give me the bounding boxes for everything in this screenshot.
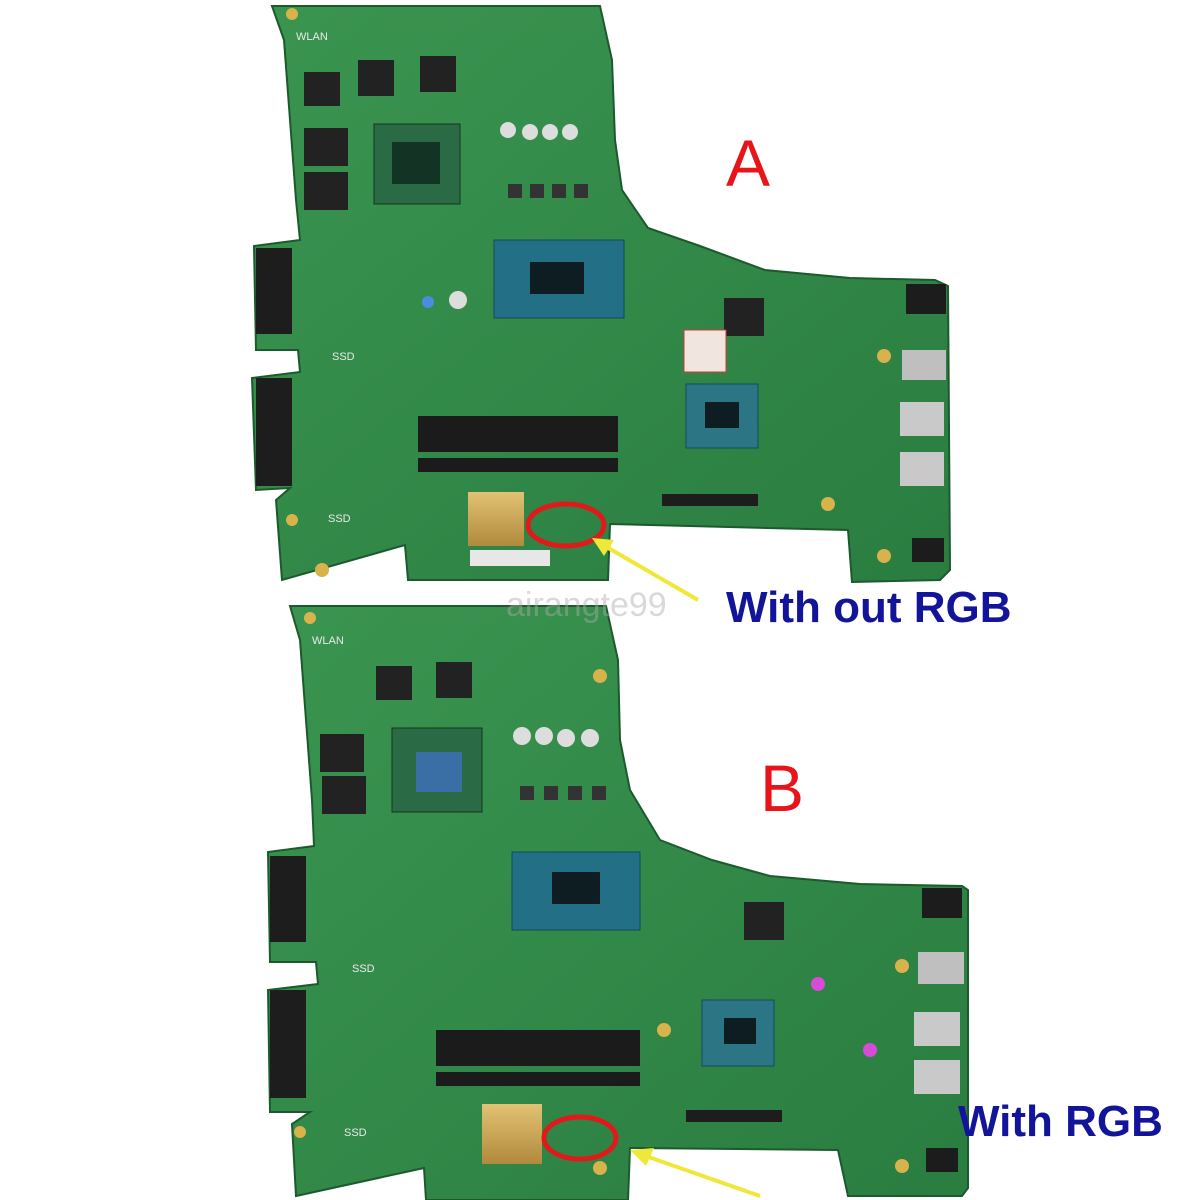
motherboard-a: WLAN SSD SSD <box>250 5 952 584</box>
marker-circle-b <box>541 1114 619 1162</box>
pointer-arrow-a <box>592 538 700 602</box>
board-b-callout: With RGB <box>958 1097 1163 1146</box>
silkscreen-ssd-a2: SSD <box>328 513 351 525</box>
card-slot-a <box>468 492 524 546</box>
marker-circle-a <box>525 501 607 549</box>
silkscreen-ssd-b1: SSD <box>352 963 375 975</box>
card-slot-b <box>482 1104 542 1164</box>
silkscreen-wlan-b: WLAN <box>312 635 344 647</box>
pointer-arrow-b <box>630 1148 761 1198</box>
board-a-callout: With out RGB <box>726 583 1012 632</box>
silkscreen-ssd-b2: SSD <box>344 1127 367 1139</box>
watermark-text: airangte99 <box>506 586 667 624</box>
silkscreen-wlan-a: WLAN <box>296 31 328 43</box>
ram-slot-a <box>418 416 618 452</box>
board-a-letter: A <box>726 126 771 200</box>
motherboard-b: WLAN SSD SSD <box>266 605 969 1200</box>
ram-slot-b <box>436 1030 640 1066</box>
board-b-letter: B <box>760 751 805 825</box>
silkscreen-ssd-a1: SSD <box>332 351 355 363</box>
